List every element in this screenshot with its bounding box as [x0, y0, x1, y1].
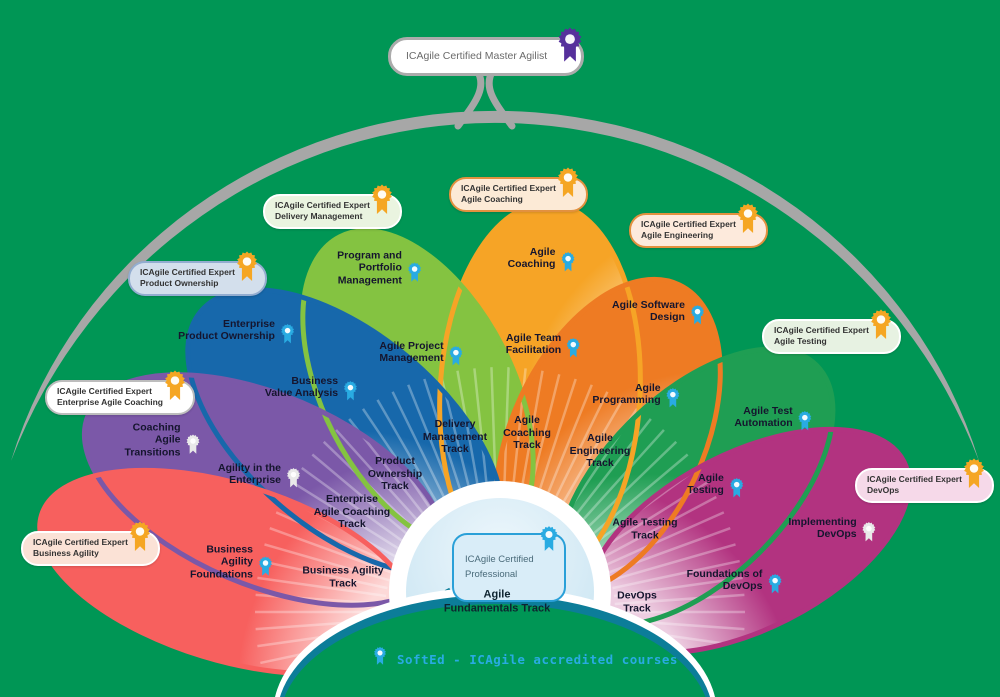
- agility-in-the-enterprise-badge-icon: [285, 467, 302, 490]
- business-value-analysis-text: Business Value Analysis: [264, 374, 339, 399]
- coaching-agile-transitions-label: Coaching Agile Transitions: [124, 421, 201, 458]
- agile-fundamentals-track-label: Agile Fundamentals Track: [443, 588, 551, 614]
- expert-pill-agile-engineering-text: ICAgile Certified Expert Agile Engineeri…: [641, 219, 736, 241]
- business-agility-foundations-text: Business Agility Foundations: [190, 543, 253, 581]
- agile-testing-course-label: Agile Testing: [687, 468, 745, 500]
- program-and-portfolio-management-badge-icon: [406, 261, 423, 284]
- agile-team-facilitation-text: Agile Team Facilitation: [505, 331, 562, 356]
- business-agility-track-label: Business Agility Track: [302, 564, 384, 589]
- expert-pill-agile-testing-badge-icon: [868, 308, 894, 343]
- expert-pill-product-ownership-text: ICAgile Certified Expert Product Ownersh…: [140, 267, 235, 289]
- agile-software-design-label: Agile Software Design: [612, 295, 706, 327]
- expert-pill-product-ownership: ICAgile Certified Expert Product Ownersh…: [128, 251, 267, 296]
- expert-pill-agile-coaching: ICAgile Certified Expert Agile Coaching: [449, 167, 588, 212]
- expert-pill-agile-testing: ICAgile Certified Expert Agile Testing: [762, 309, 901, 354]
- agile-project-management-badge-icon: [448, 345, 465, 368]
- agile-testing-course-text: Agile Testing: [687, 471, 724, 496]
- master-agilist-badge-icon: [555, 26, 585, 66]
- devops-track-label: DevOps Track: [617, 589, 657, 614]
- legend-text: SoftEd - ICAgile accredited courses: [397, 651, 678, 667]
- agility-in-the-enterprise-label: Agility in the Enterprise: [218, 458, 302, 490]
- agile-programming-badge-icon: [665, 387, 682, 410]
- agile-programming-label: Agile Programming: [592, 378, 681, 410]
- enterprise-product-ownership-badge-icon: [279, 323, 296, 346]
- enterprise-product-ownership-label: Enterprise Product Ownership: [178, 314, 296, 346]
- enterprise-agile-coaching-track-label: Enterprise Agile Coaching Track: [313, 493, 391, 531]
- expert-pill-devops-text: ICAgile Certified Expert DevOps: [867, 474, 962, 496]
- implementing-devops-label: Implementing DevOps: [788, 512, 877, 544]
- program-and-portfolio-management-text: Program and Portfolio Management: [337, 249, 402, 287]
- foundations-of-devops-badge-icon: [766, 573, 783, 596]
- agile-team-facilitation-badge-icon: [565, 337, 582, 360]
- agile-test-automation-label: Agile Test Automation: [734, 401, 813, 433]
- implementing-devops-text: Implementing DevOps: [788, 515, 857, 540]
- expert-pill-business-agility-badge-icon: [127, 520, 153, 555]
- delivery-management-track-label: Delivery Management Track: [422, 418, 488, 456]
- expert-pill-agile-coaching-badge-icon: [555, 166, 581, 201]
- agile-engineering-track-label: Agile Engineering Track: [569, 432, 631, 470]
- expert-pill-enterprise-agile-coaching-text: ICAgile Certified Expert Enterprise Agil…: [57, 386, 163, 408]
- expert-pill-agile-coaching-text: ICAgile Certified Expert Agile Coaching: [461, 183, 556, 205]
- foundations-of-devops-text: Foundations of DevOps: [686, 567, 763, 592]
- agile-software-design-text: Agile Software Design: [612, 298, 685, 323]
- expert-pill-devops: ICAgile Certified Expert DevOps: [855, 458, 994, 503]
- agility-in-the-enterprise-text: Agility in the Enterprise: [218, 461, 281, 486]
- foundations-of-devops-label: Foundations of DevOps: [687, 564, 784, 596]
- expert-pill-agile-engineering: ICAgile Certified Expert Agile Engineeri…: [629, 203, 768, 248]
- expert-pill-delivery-management-badge-icon: [369, 183, 395, 218]
- legend: SoftEd - ICAgile accredited courses: [372, 646, 678, 672]
- green-mound: [284, 604, 706, 697]
- certified-professional-label: ICAgile Certified Professional: [465, 554, 534, 580]
- agile-project-management-text: Agile Project Management: [379, 339, 444, 364]
- business-agility-foundations-label: Business Agility Foundations: [190, 543, 274, 580]
- agile-coaching-course-label: Agile Coaching: [508, 242, 577, 274]
- expert-pill-enterprise-agile-coaching-badge-icon: [162, 369, 188, 404]
- agile-test-automation-badge-icon: [797, 410, 814, 433]
- business-agility-foundations-badge-icon: [257, 555, 274, 578]
- agile-test-automation-text: Agile Test Automation: [734, 404, 793, 429]
- agile-testing-track-label: Agile Testing Track: [612, 516, 678, 541]
- expert-pill-devops-badge-icon: [961, 457, 987, 492]
- coaching-agile-transitions-text: Coaching Agile Transitions: [124, 421, 181, 459]
- agile-project-management-label: Agile Project Management: [379, 336, 464, 368]
- program-and-portfolio-management-label: Program and Portfolio Management: [337, 249, 423, 286]
- product-ownership-track-label: Product Ownership Track: [367, 455, 423, 493]
- coaching-agile-transitions-badge-icon: [185, 433, 202, 456]
- agile-coaching-track-label: Agile Coaching Track: [503, 414, 551, 452]
- expert-pill-agile-engineering-badge-icon: [735, 202, 761, 237]
- certified-professional-badge-icon: [538, 525, 560, 554]
- expert-pill-enterprise-agile-coaching: ICAgile Certified Expert Enterprise Agil…: [45, 370, 195, 415]
- expert-pill-delivery-management: ICAgile Certified Expert Delivery Manage…: [263, 184, 402, 229]
- business-value-analysis-badge-icon: [342, 380, 359, 403]
- expert-pill-business-agility-text: ICAgile Certified Expert Business Agilit…: [33, 537, 128, 559]
- accredited-course-badge-icon: [372, 646, 388, 672]
- master-agilist-pill: ICAgile Certified Master Agilist: [388, 27, 585, 76]
- certified-professional-pill: ICAgile Certified Professional: [452, 526, 566, 602]
- agile-testing-course-badge-icon: [728, 477, 745, 500]
- implementing-devops-badge-icon: [861, 521, 878, 544]
- expert-pill-delivery-management-text: ICAgile Certified Expert Delivery Manage…: [275, 200, 370, 222]
- expert-pill-business-agility: ICAgile Certified Expert Business Agilit…: [21, 521, 160, 566]
- agile-coaching-course-badge-icon: [559, 251, 576, 274]
- master-agilist-label: ICAgile Certified Master Agilist: [406, 50, 548, 62]
- agile-programming-text: Agile Programming: [592, 381, 661, 406]
- agile-software-design-badge-icon: [689, 304, 706, 327]
- agile-coaching-course-text: Agile Coaching: [507, 245, 556, 270]
- enterprise-product-ownership-text: Enterprise Product Ownership: [178, 317, 275, 342]
- expert-pill-product-ownership-badge-icon: [234, 250, 260, 285]
- agile-team-facilitation-label: Agile Team Facilitation: [506, 328, 582, 360]
- expert-pill-agile-testing-text: ICAgile Certified Expert Agile Testing: [774, 325, 869, 347]
- business-value-analysis-label: Business Value Analysis: [265, 371, 359, 403]
